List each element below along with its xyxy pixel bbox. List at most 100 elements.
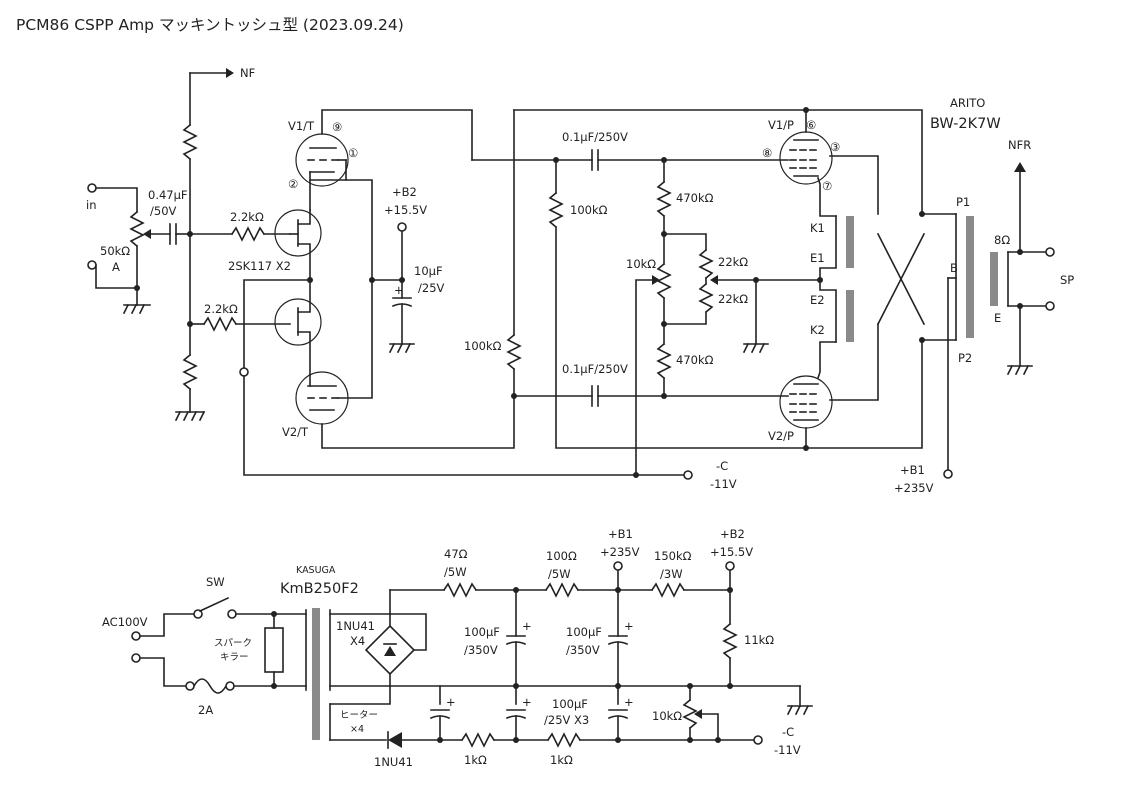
k1-label: K1 (810, 221, 825, 235)
ohm-label: 8Ω (994, 233, 1010, 247)
r1k-b-label: 1kΩ (550, 753, 573, 767)
r100k-left-label: 100kΩ (464, 339, 502, 353)
bridge-rectifier (329, 613, 427, 705)
r22k-top-label: 22kΩ (718, 255, 748, 269)
psu-neg-c-volt: -11V (774, 743, 801, 757)
r100k-mid-label: 100kΩ (570, 203, 608, 217)
r47-value: 47Ω (444, 547, 468, 561)
b2-terminal[interactable] (725, 561, 735, 571)
phase-splitter-wiring (471, 109, 923, 478)
v1t-pin1: ① (348, 146, 358, 160)
r470k-top-label: 470kΩ (676, 191, 714, 205)
amp-b1-volt: +235V (894, 481, 934, 495)
output-transformer-model: BW-2K7W (930, 116, 1001, 132)
cap2-voltage: /350V (566, 643, 600, 657)
cap1-plus: + (522, 619, 532, 633)
b1-terminal[interactable] (613, 561, 623, 571)
cathode-windings (817, 215, 854, 343)
input-cap-value: 0.47μF (148, 188, 188, 202)
ac-terminal-1[interactable] (131, 631, 141, 641)
psu-b2-name: +B2 (720, 527, 745, 541)
fuse-label: 2A (198, 703, 213, 717)
pentode-v1p (779, 107, 879, 217)
power-transformer (305, 608, 331, 741)
b-tap-label: B (950, 261, 958, 275)
r10k-label: 10kΩ (626, 257, 656, 271)
ac-input (131, 596, 307, 694)
nf-feedback-line (174, 68, 234, 422)
positive-supply-chain (389, 561, 738, 689)
bridge-qty: X4 (350, 634, 365, 648)
triode-v1t (295, 109, 473, 211)
input-terminal-hot[interactable] (87, 183, 97, 193)
amp-b1-name: +B1 (900, 463, 925, 477)
b2-name: +B2 (392, 185, 417, 199)
r47-power: /5W (444, 565, 467, 579)
coupling-cap-top-label: 0.1μF/250V (562, 130, 628, 144)
gate-resistor-1-label: 2.2kΩ (230, 210, 264, 224)
bridge-name: 1NU41 (336, 619, 375, 633)
v1t-pin2: ② (288, 177, 298, 191)
input-terminal-ground[interactable] (87, 260, 97, 270)
r11k-label: 11kΩ (744, 633, 774, 647)
fet-upper (274, 209, 322, 281)
neg-cap3-plus: + (624, 695, 634, 709)
diode-label: 1NU41 (374, 755, 413, 769)
volume-value: 50kΩ (100, 244, 130, 258)
gate-resistor-2-label: 2.2kΩ (204, 302, 238, 316)
b2-voltage: +15.5V (384, 203, 427, 217)
neg-c-terminal[interactable] (753, 735, 763, 745)
coupling-cap-bottom-label: 0.1μF/250V (562, 362, 628, 376)
diagram-title: PCM86 CSPP Amp マッキントッシュ型 (2023.09.24) (16, 16, 404, 34)
ac-label: AC100V (102, 615, 148, 629)
r22k-bottom-label: 22kΩ (718, 292, 748, 306)
cap1-voltage: /350V (464, 643, 498, 657)
e-tap-label: E (994, 311, 1001, 325)
psu-b2-volt: +15.5V (710, 545, 753, 559)
heater-label-2: ×4 (350, 724, 364, 735)
cap2-plus: + (624, 619, 634, 633)
input-cap-voltage: /50V (150, 204, 177, 218)
plate-crossover (876, 211, 957, 343)
neg-cap-voltage: /25V X3 (544, 713, 589, 727)
p2-label: P2 (958, 351, 972, 365)
fet-lower (189, 279, 322, 376)
spark-killer-label-2: キラー (220, 652, 249, 663)
v1t-label: V1/T (288, 119, 315, 133)
speaker-label: SP (1060, 273, 1074, 287)
psu-neg-c-name: -C (782, 725, 794, 739)
b2-supply (345, 179, 415, 354)
ac-terminal-2[interactable] (131, 653, 141, 663)
r150k-value: 150kΩ (654, 549, 692, 563)
pentode-v2p (779, 323, 879, 451)
amp-neg-c-volt: -11V (710, 477, 737, 491)
r100-value: 100Ω (546, 549, 577, 563)
r150k-power: /3W (660, 567, 683, 581)
v1p-pin7: ⑦ (822, 179, 832, 193)
power-transformer-maker: KASUGA (296, 565, 336, 576)
input-label: in (86, 198, 96, 212)
power-transformer-model: KmB250F2 (280, 581, 359, 597)
neg-bias-terminal[interactable] (683, 470, 693, 480)
amplifier-section: NF in 50kΩ A 0.47μF /50V (86, 66, 1074, 495)
negative-supply-chain (329, 683, 763, 749)
k2-label: K2 (810, 323, 825, 337)
output-transformer-maker: ARITO (950, 96, 985, 110)
fet-type-label: 2SK117 X2 (228, 259, 291, 273)
neg-cap2-plus: + (522, 695, 532, 709)
power-supply-section: AC100V SW スパーク キラー 2A KASUGA KmB250F2 1N… (102, 527, 813, 769)
v1t-pin9: ⑨ (332, 120, 342, 134)
heater-label-1: ヒーター (340, 710, 378, 721)
psu-b1-name: +B1 (608, 527, 633, 541)
v2t-label: V2/T (282, 425, 309, 439)
output-transformer (943, 162, 1055, 479)
amp-neg-c-name: -C (716, 459, 728, 473)
e1-label: E1 (810, 251, 825, 265)
spark-killer-label-1: スパーク (214, 638, 252, 649)
v1p-pin6: ⑥ (806, 118, 816, 132)
c10-value: 10μF (414, 264, 443, 278)
cap2-value: 100μF (566, 625, 602, 639)
e2-label: E2 (810, 293, 825, 307)
v1p-label: V1/P (768, 118, 794, 132)
v1p-pin8: ⑧ (762, 146, 772, 160)
